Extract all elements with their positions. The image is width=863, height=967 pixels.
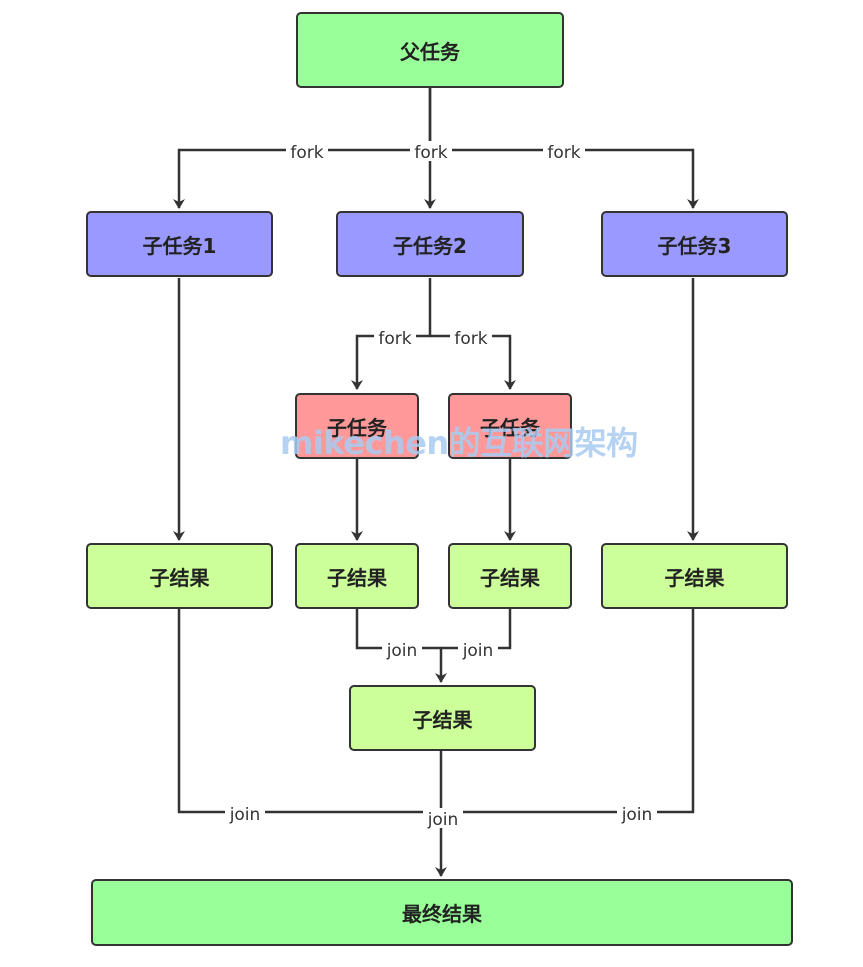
- node-subtask-1: 子任务1: [86, 211, 273, 277]
- label-join-1: join: [386, 641, 418, 661]
- label-fork-4: fork: [378, 329, 411, 349]
- label-join-3: join: [229, 805, 261, 825]
- label-fork-5: fork: [454, 329, 487, 349]
- node-parent-task: 父任务: [296, 12, 564, 88]
- edge-fork-sub3: [430, 148, 699, 209]
- node-result-left: 子结果: [295, 543, 419, 609]
- node-subsubtask-left: 子任务: [295, 393, 419, 459]
- node-result-merged: 子结果: [349, 685, 536, 751]
- label-fork-1: fork: [290, 143, 323, 163]
- label-fork-2: fork: [414, 143, 447, 163]
- node-result-1: 子结果: [86, 543, 273, 609]
- node-final-result: 最终结果: [91, 879, 793, 946]
- node-result-3: 子结果: [601, 543, 788, 609]
- label-fork-3: fork: [547, 143, 580, 163]
- edge-join-result1-final: [177, 609, 441, 814]
- node-subtask-2: 子任务2: [336, 211, 524, 277]
- node-subtask-3: 子任务3: [601, 211, 788, 277]
- label-join-2: join: [462, 641, 494, 661]
- watermark-text: mikechen的互联网架构: [280, 424, 638, 462]
- node-subsubtask-right: 子任务: [448, 393, 572, 459]
- node-result-right: 子结果: [448, 543, 572, 609]
- label-join-4: join: [427, 810, 459, 830]
- edge-join-result3-final: [441, 609, 695, 814]
- label-join-5: join: [621, 805, 653, 825]
